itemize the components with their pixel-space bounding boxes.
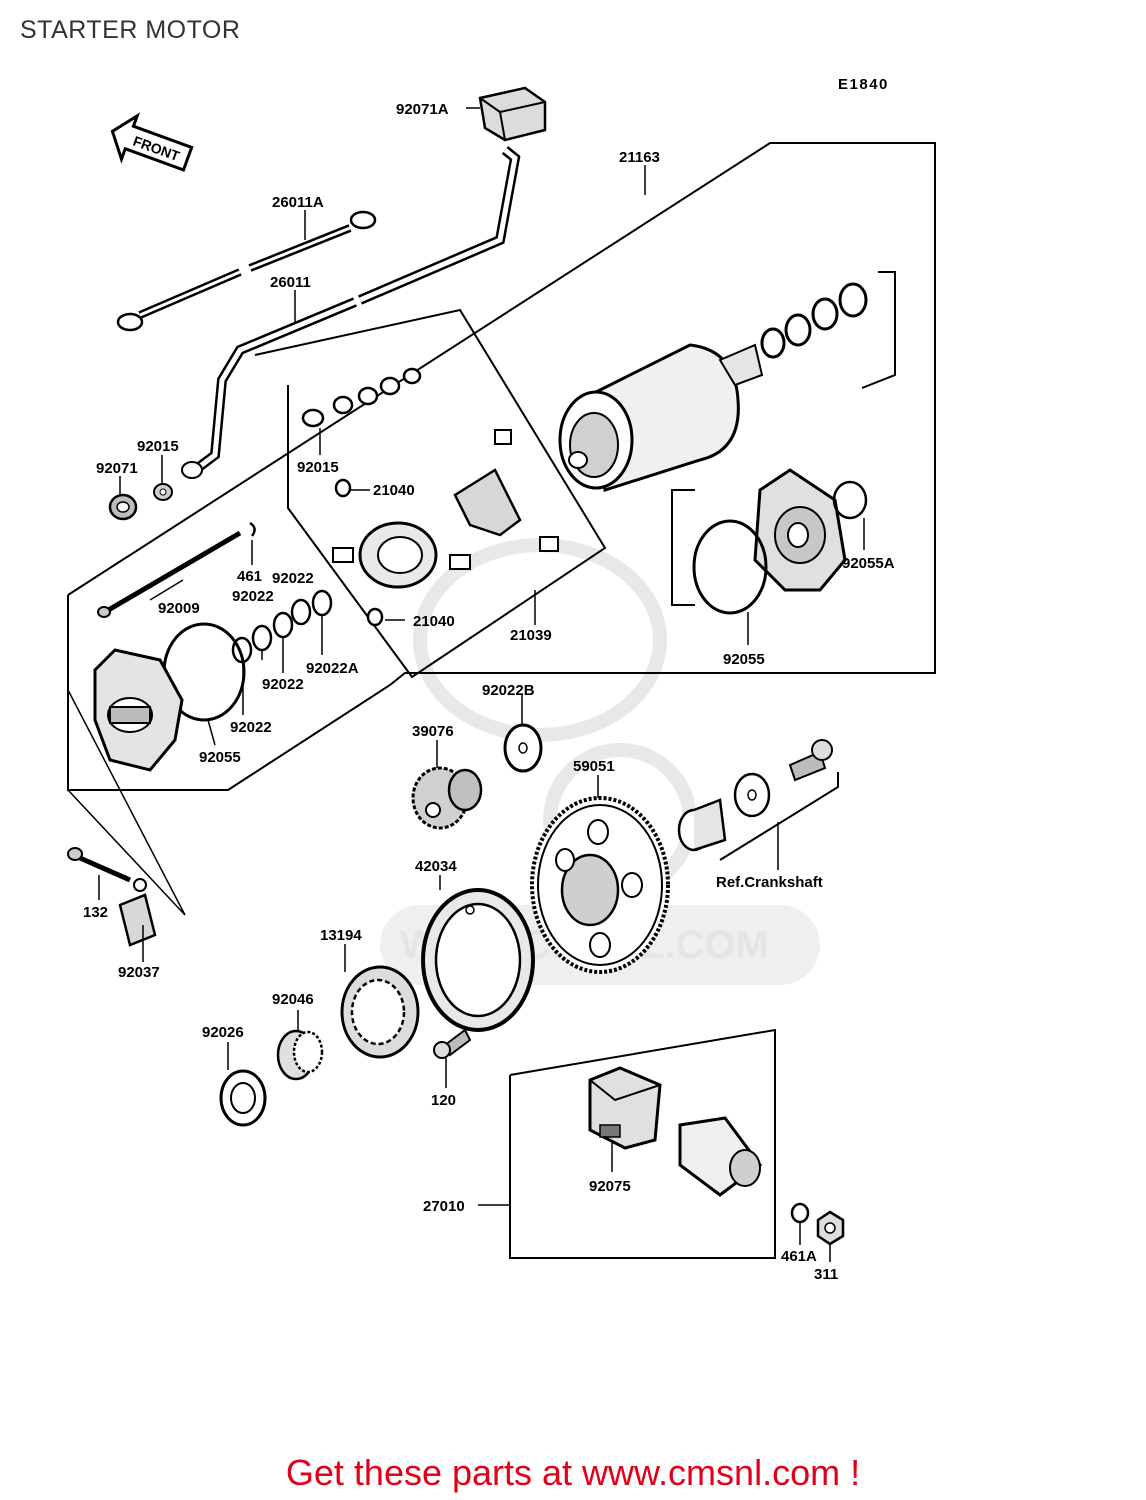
frame-92055 <box>671 489 695 606</box>
exploded-parts-diagram: WWW.CMSNL.COM E1840 FRONT <box>67 76 936 1283</box>
part-label: 92022 <box>262 676 304 693</box>
part-label: 311 <box>814 1266 838 1283</box>
starter-yoke <box>558 343 764 492</box>
part-label: 92055 <box>199 749 241 766</box>
part-label: 26011A <box>272 194 324 211</box>
washer-92022B-hole <box>518 742 528 754</box>
part-label: 13194 <box>320 927 362 944</box>
part-label: 461A <box>781 1248 817 1265</box>
part-label: 26011 <box>270 274 311 291</box>
clutch-housing-42034 <box>421 888 535 1032</box>
leader-132-bracket <box>67 689 186 916</box>
part-label: 92022 <box>232 588 274 605</box>
part-label: 21163 <box>619 149 660 166</box>
part-label: 92075 <box>589 1178 631 1195</box>
part-label: Ref.Crankshaft <box>716 874 823 891</box>
brush-springs <box>334 478 384 627</box>
o-ring-92055-right <box>692 519 768 615</box>
circlip-461A <box>790 1202 810 1224</box>
part-label: 21039 <box>510 627 552 644</box>
front-cover <box>93 648 184 772</box>
assembly-frame-21163 <box>67 142 936 791</box>
nut-92071 <box>108 493 138 521</box>
leader-lines <box>98 107 865 1262</box>
bolt-132 <box>67 847 132 883</box>
ground-lead-26011A <box>116 210 377 332</box>
starter-clutch-gear-59051 <box>530 796 670 974</box>
part-label: 120 <box>431 1092 456 1109</box>
bolt-120 <box>433 1028 472 1059</box>
crankshaft-collar <box>677 739 833 852</box>
part-label: 59051 <box>573 758 615 775</box>
part-label: 92046 <box>272 991 314 1008</box>
terminal-cap-92071A <box>478 86 547 142</box>
part-label: 92015 <box>297 459 339 476</box>
rear-cover <box>753 468 868 592</box>
needle-bearing-92046 <box>276 1029 324 1081</box>
frame-ref-crankshaft <box>719 772 839 861</box>
part-label: 92015 <box>137 438 179 455</box>
diagram-code: E1840 <box>838 76 889 93</box>
part-label: 92022 <box>272 570 314 587</box>
frame-27010 <box>509 1028 776 1259</box>
part-label: 92071 <box>96 460 138 477</box>
part-label: 21040 <box>413 613 455 630</box>
bracket-92037 <box>118 878 157 947</box>
part-label: 39076 <box>412 723 454 740</box>
part-label: 21040 <box>373 482 415 499</box>
page-title: STARTER MOTOR <box>20 16 241 44</box>
part-label: 27010 <box>423 1198 465 1215</box>
part-label: 92009 <box>158 600 200 617</box>
part-label: 92071A <box>396 101 449 118</box>
part-label: 92055A <box>842 555 895 572</box>
part-label: 42034 <box>415 858 457 875</box>
shim-washers <box>760 282 868 359</box>
part-label: 92022B <box>482 682 535 699</box>
part-label: 132 <box>83 904 108 921</box>
assembly-frame-21039 <box>254 308 607 679</box>
part-label: 461 <box>237 568 262 585</box>
insulator-washers <box>301 367 422 428</box>
nut-311 <box>816 1210 845 1246</box>
washer-92026-hole <box>230 1082 256 1114</box>
one-way-clutch-13194 <box>340 965 420 1059</box>
brush-plate <box>332 429 559 589</box>
part-label: 92037 <box>118 964 160 981</box>
footer-shop-link[interactable]: Get these parts at www.cmsnl.com ! <box>285 1452 861 1493</box>
part-label: 92055 <box>723 651 765 668</box>
solenoid-cover-92075 <box>588 1066 662 1150</box>
frame-shims <box>861 271 896 389</box>
washer-92015 <box>153 483 173 501</box>
starter-cable-26011 <box>181 146 521 479</box>
long-bolt-92009 <box>97 521 256 618</box>
starter-relay <box>678 1116 763 1197</box>
part-label: 92022 <box>230 719 272 736</box>
part-label: 92026 <box>202 1024 244 1041</box>
idle-gear-39076 <box>411 766 483 830</box>
part-label: 92022A <box>306 660 359 677</box>
front-arrow-icon: FRONT <box>110 112 194 172</box>
